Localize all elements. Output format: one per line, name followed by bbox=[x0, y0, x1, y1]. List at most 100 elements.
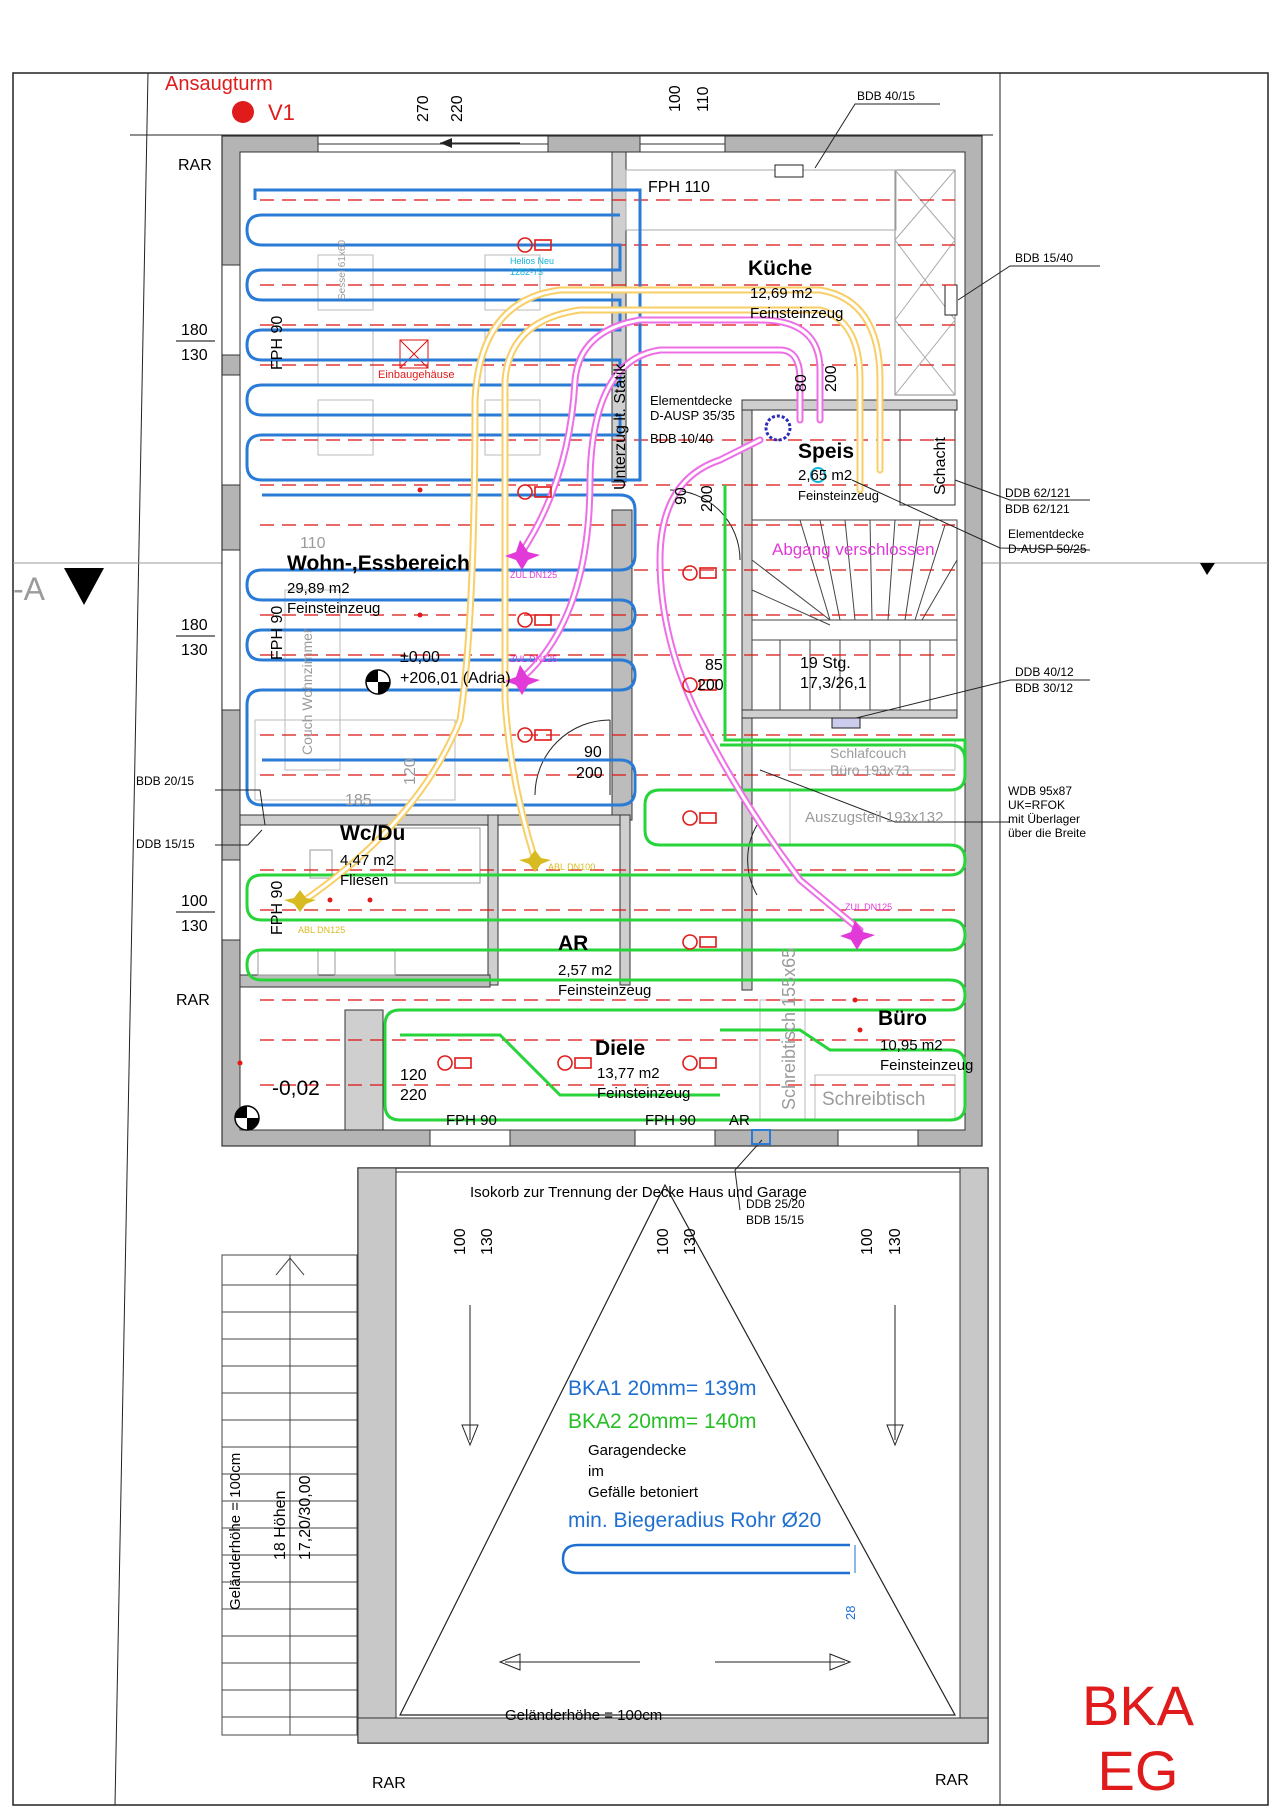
ann-hoehen: 18 Höhen bbox=[272, 1491, 289, 1560]
ann-schreibtisch: Schreibtisch bbox=[822, 1089, 926, 1110]
ann-d90: 90 bbox=[584, 744, 602, 761]
sessel-1 bbox=[317, 254, 374, 311]
wc-bowl bbox=[309, 849, 333, 879]
ann-d200c: 200 bbox=[823, 365, 840, 392]
ann-zul-dn125: ZUL DN125 bbox=[510, 570, 557, 580]
left-dim-b2: 130 bbox=[181, 642, 208, 659]
supply-pipes bbox=[516, 316, 864, 934]
external-stairs bbox=[221, 1254, 358, 1736]
door-arc-1 bbox=[534, 719, 611, 796]
window-left-2 bbox=[221, 374, 241, 486]
ann-d-ausp-50: D-AUSP 50/25 bbox=[1008, 542, 1087, 556]
ann-elementdecke-35: Elementdecke bbox=[650, 393, 732, 408]
ann-ddb-25-20: DDB 25/20 bbox=[746, 1197, 805, 1211]
garage-dim-130b: 130 bbox=[682, 1228, 699, 1255]
room-buero-area: 10,95 m2 bbox=[880, 1037, 943, 1054]
distributor-2 bbox=[810, 467, 826, 483]
ventilation-tower-id: V1 bbox=[268, 100, 295, 125]
left-dim-a1: 180 bbox=[181, 322, 208, 339]
room-ar-name: AR bbox=[558, 932, 588, 955]
ann-level: ±0,00 bbox=[400, 649, 440, 666]
room-speis-area: 2,65 m2 bbox=[798, 467, 852, 484]
bend-radius-pipe bbox=[561, 1543, 850, 1575]
bka2-loop-2 bbox=[400, 485, 967, 1097]
cab-x6 bbox=[894, 319, 956, 396]
exhaust-outlets bbox=[284, 850, 551, 912]
leader-lines bbox=[215, 103, 1100, 1211]
ann-abl-dn100: ABL DN100 bbox=[548, 862, 595, 872]
einbau-box bbox=[399, 339, 429, 369]
ann-d220: 220 bbox=[400, 1087, 427, 1104]
cab-x4 bbox=[894, 239, 956, 321]
wall-speis bbox=[741, 399, 958, 411]
ann-d200b: 200 bbox=[576, 765, 603, 782]
room-wc-name: Wc/Du bbox=[340, 822, 405, 845]
garage-inner bbox=[395, 1171, 961, 1719]
room-ar-area: 2,57 m2 bbox=[558, 962, 612, 979]
ann-garagendecke3: Gefälle betoniert bbox=[588, 1484, 699, 1501]
ann-fph90b: FPH 90 bbox=[269, 606, 286, 660]
ann-d90b: 90 bbox=[673, 487, 690, 505]
title-line1: BKA bbox=[1082, 1674, 1195, 1737]
plot-line bbox=[114, 72, 149, 1806]
ann-breite: über die Breite bbox=[1008, 826, 1086, 840]
wall-buero-north bbox=[741, 709, 958, 719]
ann-d110: 110 bbox=[300, 535, 326, 552]
bka1-loop-2 bbox=[245, 493, 637, 807]
ann-ueberlager: mit Überlager bbox=[1008, 812, 1080, 826]
ann-couch: Couch Wohnzimmer bbox=[299, 628, 315, 755]
ann-d120b: 120 bbox=[402, 758, 419, 785]
ann-d185: 185 bbox=[345, 792, 372, 809]
ann-buero-dim: Büro 193x73 bbox=[830, 762, 910, 778]
window-bottom-2 bbox=[634, 1129, 716, 1147]
couch bbox=[284, 589, 341, 771]
house-interior bbox=[239, 151, 966, 1131]
window-bottom-3 bbox=[837, 1129, 919, 1147]
wall-wc-east bbox=[487, 814, 499, 986]
ann-garagendecke2: im bbox=[588, 1463, 604, 1480]
rar-top: RAR bbox=[178, 157, 212, 174]
room-wohn-floor: Feinsteinzeug bbox=[287, 600, 380, 617]
title-line2: EG bbox=[1098, 1739, 1179, 1802]
section-marker-right bbox=[1200, 563, 1215, 575]
ann-outside-level: -0,02 bbox=[272, 1077, 320, 1100]
ventilation-tower-dot bbox=[232, 101, 254, 123]
room-diele-floor: Feinsteinzeug bbox=[597, 1085, 690, 1102]
supply-outlets bbox=[505, 540, 875, 950]
room-kueche-area: 12,69 m2 bbox=[750, 285, 813, 302]
room-buero-name: Büro bbox=[878, 1007, 927, 1030]
left-dim-b1: 130 bbox=[181, 347, 208, 364]
rar-mid: RAR bbox=[176, 992, 210, 1009]
garage-slope-triangle bbox=[399, 1183, 957, 1716]
wall-ar-east bbox=[619, 814, 631, 986]
ann-hoehen2: 17,20/30,00 bbox=[297, 1475, 314, 1560]
room-wohn-name: Wohn-,Essbereich bbox=[287, 552, 470, 575]
wall-living-east bbox=[611, 509, 633, 821]
ann-auszugsteil: Auszugsteil 193x132 bbox=[805, 809, 943, 826]
ann-bka1: BKA1 20mm= 139m bbox=[568, 1377, 757, 1400]
ann-schacht: Schacht bbox=[932, 437, 949, 495]
ann-d200: 200 bbox=[697, 677, 724, 694]
top-dim-110: 110 bbox=[695, 86, 712, 112]
level-marker-outside bbox=[234, 1105, 260, 1131]
door-arc-3 bbox=[747, 824, 758, 896]
garage-arrow-bl-head bbox=[498, 1653, 521, 1671]
ann-unterzug: Unterzug lt. Statik bbox=[612, 363, 629, 490]
top-dim-220: 220 bbox=[449, 95, 466, 122]
garage-dim-130a: 130 bbox=[479, 1228, 496, 1255]
helios-valves bbox=[437, 237, 717, 1071]
bka1-loop bbox=[245, 188, 642, 482]
ann-bdb-10-40: BDB 10/40 bbox=[650, 431, 713, 446]
ann-gel2: Geländerhöhe = 100cm bbox=[227, 1453, 244, 1610]
ann-stairs2: 17,3/26,1 bbox=[800, 675, 867, 692]
ann-einbaugehaeuse: Einbaugehäuse bbox=[378, 369, 454, 381]
room-speis-name: Speis bbox=[798, 440, 854, 463]
garage-dim-130c: 130 bbox=[887, 1228, 904, 1255]
ann-r28: 28 bbox=[843, 1606, 858, 1620]
ann-bdb-15-15: BDB 15/15 bbox=[746, 1213, 804, 1227]
garage-wall-bottom bbox=[357, 1717, 989, 1744]
sessel-6 bbox=[484, 399, 541, 456]
rar-bottom-left: RAR bbox=[372, 1775, 406, 1792]
shower bbox=[394, 827, 481, 884]
